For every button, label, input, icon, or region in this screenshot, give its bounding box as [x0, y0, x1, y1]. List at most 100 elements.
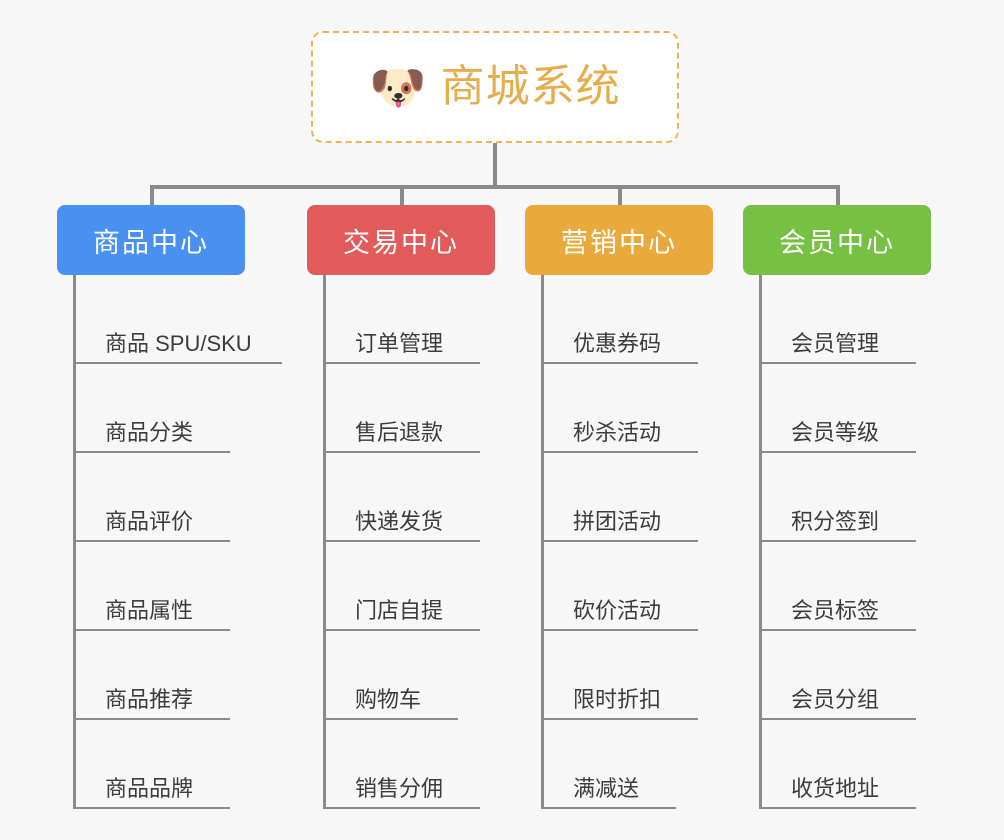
list-item-rule: [759, 540, 916, 542]
list-item-label: 优惠券码: [573, 330, 662, 356]
list-item-rule: [73, 362, 282, 364]
list-item-label: 商品 SPU/SKU: [105, 330, 252, 356]
list-item-rule: [759, 451, 916, 453]
column-header-member-center[interactable]: 会员中心: [743, 205, 931, 275]
list-item[interactable]: 满减送: [541, 720, 713, 809]
list-item[interactable]: 收货地址: [759, 720, 931, 809]
list-item-label: 会员管理: [791, 330, 880, 356]
list-item[interactable]: 优惠券码: [541, 275, 713, 364]
list-item-rule: [73, 540, 230, 542]
list-item-label: 秒杀活动: [573, 419, 662, 445]
list-item[interactable]: 商品推荐: [73, 631, 245, 720]
list-item-rule: [759, 718, 916, 720]
list-item-rule: [759, 362, 916, 364]
connector-root-stem: [493, 143, 497, 188]
list-item[interactable]: 售后退款: [323, 364, 495, 453]
list-item[interactable]: 订单管理: [323, 275, 495, 364]
list-item-rule: [541, 807, 676, 809]
column-trunk: [73, 275, 76, 809]
list-item[interactable]: 限时折扣: [541, 631, 713, 720]
list-item-rule: [323, 807, 480, 809]
list-item-label: 商品属性: [105, 597, 194, 623]
list-item-label: 订单管理: [355, 330, 444, 356]
list-item-label: 购物车: [355, 686, 422, 712]
list-item-label: 满减送: [573, 775, 640, 801]
list-item[interactable]: 购物车: [323, 631, 495, 720]
connector-drop-2: [400, 185, 404, 207]
root-node[interactable]: 🐶 商城系统: [311, 31, 679, 143]
list-item[interactable]: 积分签到: [759, 453, 931, 542]
column-body-marketing-center: 优惠券码 秒杀活动 拼团活动 砍价活动 限时折扣 满减送: [525, 275, 713, 809]
list-item[interactable]: 快递发货: [323, 453, 495, 542]
list-item[interactable]: 会员标签: [759, 542, 931, 631]
list-item-label: 门店自提: [355, 597, 444, 623]
column-marketing-center: 营销中心 优惠券码 秒杀活动 拼团活动 砍价活动 限时折扣: [525, 205, 713, 809]
connector-drop-3: [618, 185, 622, 207]
list-item-label: 商品分类: [105, 419, 194, 445]
column-title: 商品中心: [93, 227, 209, 258]
list-item[interactable]: 商品分类: [73, 364, 245, 453]
list-item-label: 拼团活动: [573, 508, 662, 534]
dog-face-icon: 🐶: [369, 61, 427, 113]
list-item[interactable]: 会员分组: [759, 631, 931, 720]
list-item-label: 商品推荐: [105, 686, 194, 712]
list-item-rule: [323, 362, 480, 364]
column-title: 会员中心: [779, 227, 895, 258]
list-item-rule: [323, 451, 480, 453]
list-item-rule: [323, 718, 458, 720]
column-body-member-center: 会员管理 会员等级 积分签到 会员标签 会员分组 收货地址: [743, 275, 931, 809]
list-item-rule: [323, 540, 480, 542]
list-item-label: 会员分组: [791, 686, 880, 712]
column-trade-center: 交易中心 订单管理 售后退款 快递发货 门店自提 购物车: [307, 205, 495, 809]
root-title: 商城系统: [440, 62, 621, 111]
column-trunk: [323, 275, 326, 809]
list-item-label: 快递发货: [355, 508, 444, 534]
list-item-label: 会员标签: [791, 597, 880, 623]
list-item-label: 收货地址: [791, 775, 880, 801]
list-item-rule: [759, 629, 916, 631]
list-item[interactable]: 销售分佣: [323, 720, 495, 809]
list-item-label: 积分签到: [791, 508, 880, 534]
column-body-product-center: 商品 SPU/SKU 商品分类 商品评价 商品属性 商品推荐 商品品牌: [57, 275, 282, 809]
list-item[interactable]: 商品 SPU/SKU: [73, 275, 282, 364]
list-item[interactable]: 会员等级: [759, 364, 931, 453]
list-item-rule: [323, 629, 480, 631]
connector-horizontal-bus: [150, 185, 840, 189]
list-item-label: 商品品牌: [105, 775, 194, 801]
column-trunk: [759, 275, 762, 809]
list-item[interactable]: 商品评价: [73, 453, 245, 542]
list-item-rule: [73, 451, 230, 453]
list-item[interactable]: 门店自提: [323, 542, 495, 631]
list-item-label: 销售分佣: [355, 775, 444, 801]
list-item[interactable]: 商品品牌: [73, 720, 245, 809]
list-item-rule: [541, 362, 698, 364]
list-item-label: 售后退款: [355, 419, 444, 445]
column-member-center: 会员中心 会员管理 会员等级 积分签到 会员标签 会员分组: [743, 205, 931, 809]
list-item[interactable]: 秒杀活动: [541, 364, 713, 453]
connector-drop-4: [836, 185, 840, 207]
column-title: 营销中心: [561, 227, 677, 258]
list-item-rule: [541, 540, 698, 542]
column-trunk: [541, 275, 544, 809]
list-item[interactable]: 会员管理: [759, 275, 931, 364]
column-header-product-center[interactable]: 商品中心: [57, 205, 245, 275]
list-item[interactable]: 商品属性: [73, 542, 245, 631]
column-header-marketing-center[interactable]: 营销中心: [525, 205, 713, 275]
list-item-label: 会员等级: [791, 419, 880, 445]
list-item-label: 限时折扣: [573, 686, 662, 712]
list-item-rule: [541, 451, 698, 453]
column-title: 交易中心: [343, 227, 459, 258]
column-body-trade-center: 订单管理 售后退款 快递发货 门店自提 购物车 销售分佣: [307, 275, 495, 809]
list-item-rule: [73, 807, 230, 809]
list-item-rule: [541, 629, 698, 631]
column-product-center: 商品中心 商品 SPU/SKU 商品分类 商品评价 商品属性 商品推荐: [57, 205, 282, 809]
list-item[interactable]: 砍价活动: [541, 542, 713, 631]
list-item-rule: [759, 807, 916, 809]
list-item-rule: [73, 718, 230, 720]
connector-drop-1: [150, 185, 154, 207]
list-item[interactable]: 拼团活动: [541, 453, 713, 542]
list-item-rule: [541, 718, 698, 720]
column-header-trade-center[interactable]: 交易中心: [307, 205, 495, 275]
list-item-label: 商品评价: [105, 508, 194, 534]
